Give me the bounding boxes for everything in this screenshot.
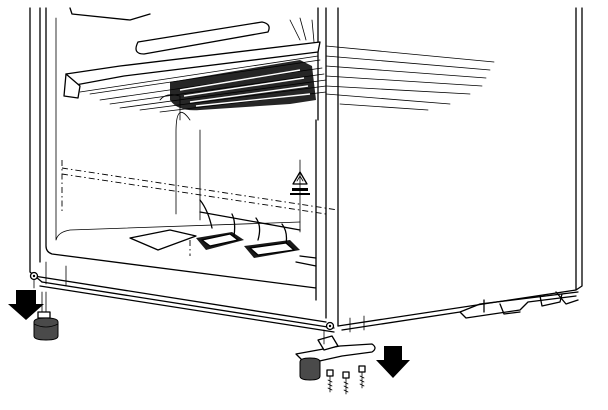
shelf-left-bracket [63, 73, 81, 99]
wire-shelf [63, 17, 495, 113]
cabinet-side-bottom [341, 291, 579, 331]
down-arrow-icon [8, 290, 44, 320]
right-corner-screw [325, 321, 335, 331]
cabinet-left-wall [29, 7, 43, 283]
shelf-projection-lines [289, 17, 495, 111]
cabinet-right-wall [317, 7, 339, 327]
left-corner-screw [29, 271, 39, 289]
cabinet-top [69, 7, 151, 21]
recycle-icon [290, 171, 310, 195]
reference-dashed-lines [61, 160, 339, 256]
rear-panel [159, 94, 301, 233]
cabinet-bottom-edge [33, 275, 335, 333]
shelf-rear-rail [135, 21, 270, 55]
cabinet-base-details [459, 291, 579, 319]
adjustable-foot-icon [299, 357, 321, 381]
left-foot-arrow [8, 290, 44, 320]
adjustable-foot-icon [33, 291, 59, 341]
floor-tray-left [129, 229, 197, 251]
screw-icon [326, 365, 366, 395]
cabinet-base-posts [45, 261, 365, 333]
cabinet-side-panel [337, 7, 583, 327]
right-foot-arrow [376, 346, 410, 378]
down-arrow-icon [376, 346, 410, 378]
inner-liner-back [55, 17, 301, 241]
fridge-cabinet [29, 7, 583, 333]
lower-compartment [129, 199, 317, 267]
inner-liner [45, 7, 317, 301]
